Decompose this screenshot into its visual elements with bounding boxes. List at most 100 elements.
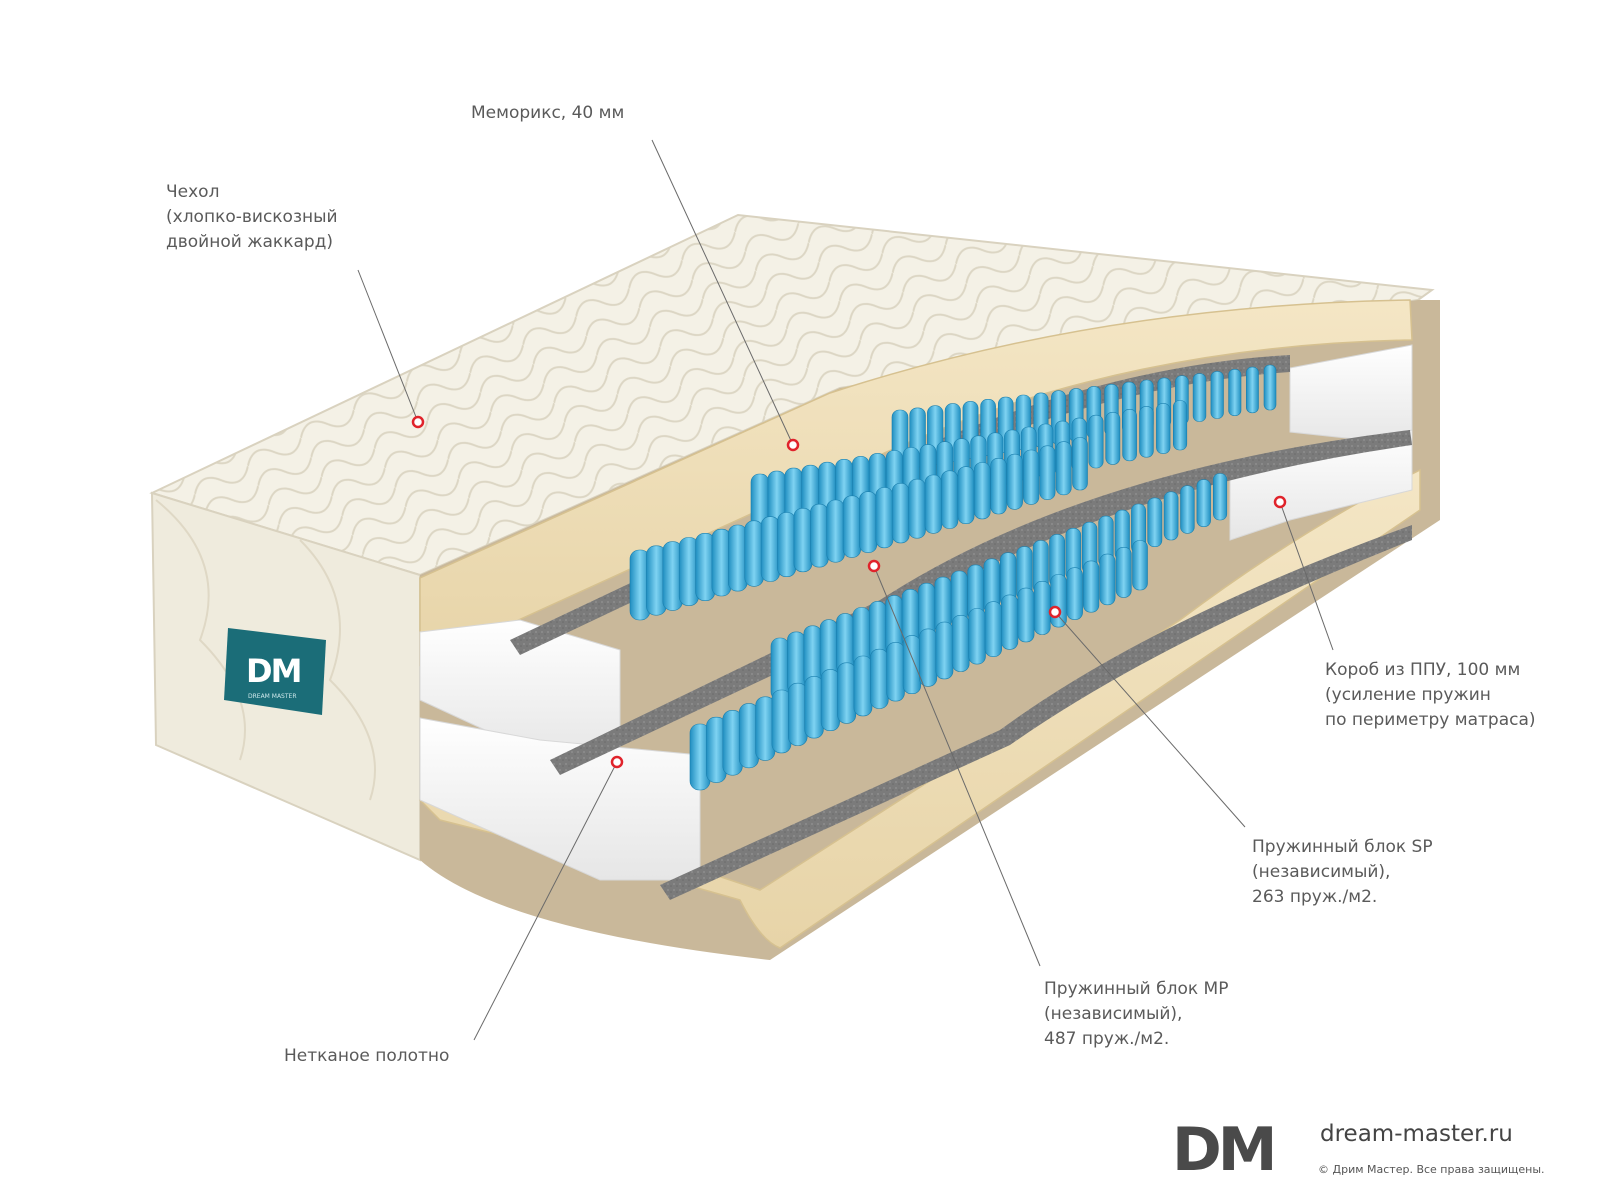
sp-spring [777, 512, 797, 577]
sp-spring [842, 495, 861, 558]
spring-block-sp [629, 364, 1277, 621]
callout-box-line-1: Короб из ППУ, 100 мм [1325, 660, 1521, 680]
sp-spring [1263, 364, 1277, 411]
sp-spring [973, 462, 991, 520]
sp-spring [1072, 437, 1088, 491]
mp-spring [1099, 553, 1116, 606]
product-label-logo: DM [246, 652, 300, 690]
mp-spring [820, 669, 840, 731]
sp-spring [1192, 373, 1207, 422]
footer-site-link[interactable]: dream-master.ru [1320, 1121, 1513, 1147]
mp-spring [984, 601, 1003, 658]
sp-spring [1122, 408, 1137, 462]
sp-spring [826, 499, 845, 563]
callout-mp-line-2: (независимый), [1044, 1004, 1183, 1024]
sp-spring [957, 466, 975, 525]
callout-memorix: Меморикс, 40 мм [471, 101, 624, 126]
mp-spring [1017, 587, 1035, 643]
mp-spring [837, 662, 857, 724]
spring-block-mp [689, 473, 1228, 791]
mp-spring [968, 608, 986, 665]
mp-spring [1001, 594, 1019, 650]
felt-lower [660, 525, 1412, 900]
sp-spring [760, 516, 780, 582]
callout-sp-line-3: 263 пруж./м2. [1252, 887, 1378, 907]
sp-spring [990, 457, 1007, 515]
sp-spring [809, 503, 829, 568]
mp-spring [902, 635, 921, 694]
footer-copyright: © Дрим Мастер. Все права защищены. [1318, 1163, 1545, 1176]
sp-spring [1022, 449, 1040, 505]
sp-spring [1039, 445, 1056, 500]
marker-mp [867, 559, 881, 573]
sp-spring [1006, 453, 1023, 510]
sp-spring [1210, 371, 1224, 419]
sp-spring [1173, 400, 1188, 451]
product-label: DM DREAM MASTER [224, 628, 326, 715]
memory-foam-top [419, 299, 1413, 667]
mp-spring [1132, 540, 1148, 591]
mp-spring [804, 676, 824, 739]
product-label-brand: DREAM MASTER [248, 693, 296, 700]
mp-spring [1050, 574, 1067, 628]
sp-spring [891, 482, 910, 544]
sp-spring [744, 520, 764, 587]
mp-spring [1163, 491, 1179, 541]
sp-spring [1055, 441, 1072, 496]
mp-spring [1180, 485, 1195, 534]
leader-sp [1054, 611, 1246, 828]
mp-spring [951, 614, 970, 672]
mp-spring [919, 628, 938, 687]
callout-mp-block: Пружинный блок MP (независимый), 487 пру… [1044, 977, 1228, 1052]
marker-memorix [786, 438, 800, 452]
callout-mp-line-1: Пружинный блок MP [1044, 979, 1229, 999]
callout-mp-line-3: 487 пруж./м2. [1044, 1029, 1170, 1049]
mp-spring [1147, 497, 1163, 547]
sp-spring [875, 487, 894, 549]
marker-nonwoven [610, 755, 624, 769]
sp-spring [924, 474, 943, 534]
sp-spring [908, 478, 926, 539]
mp-spring [1115, 546, 1132, 598]
marker-sp [1048, 605, 1062, 619]
mp-spring [1033, 580, 1051, 635]
callout-box-line-3: по периметру матраса) [1325, 710, 1536, 730]
mp-spring [1213, 473, 1228, 521]
callout-nonwoven: Нетканое полотно [284, 1044, 449, 1069]
callout-sp-line-2: (независимый), [1252, 862, 1391, 882]
mp-spring [1196, 479, 1211, 528]
callout-sp-line-1: Пружинный блок SP [1252, 837, 1433, 857]
callout-nonwoven-line-1: Нетканое полотно [284, 1046, 450, 1066]
mp-spring [935, 621, 954, 680]
sp-spring [941, 470, 959, 529]
callout-cover-line-2: (хлопко-вискозный [166, 207, 338, 227]
callout-cover-line-3: двойной жаккард) [166, 232, 334, 252]
marker-box [1273, 495, 1287, 509]
callout-sp-block: Пружинный блок SP (независимый), 263 пру… [1252, 835, 1433, 910]
sp-spring [1156, 403, 1171, 454]
callout-cover-line-1: Чехол [166, 182, 220, 202]
mp-spring [853, 655, 873, 717]
sp-spring [727, 524, 748, 592]
marker-cover [411, 415, 425, 429]
mp-spring [869, 648, 889, 709]
callout-box-line-2: (усиление пружин [1325, 685, 1491, 705]
mp-spring [1066, 567, 1083, 620]
mp-spring [787, 682, 808, 746]
sp-spring [793, 507, 813, 573]
callout-box: Короб из ППУ, 100 мм (усиление пружин по… [1325, 658, 1536, 733]
mp-spring [886, 642, 905, 702]
footer-logo: DM [1172, 1115, 1277, 1185]
leader-box [1279, 501, 1334, 651]
sp-spring [1105, 411, 1121, 465]
sp-spring [1088, 414, 1104, 469]
leader-cover [357, 269, 419, 423]
mp-spring [1083, 560, 1100, 613]
sp-spring [1246, 366, 1259, 414]
leader-mp [873, 565, 1041, 967]
leader-nonwoven [473, 761, 618, 1041]
sp-spring [859, 491, 878, 553]
sp-spring [1228, 368, 1242, 416]
callout-memorix-line-1: Меморикс, 40 мм [471, 103, 625, 123]
